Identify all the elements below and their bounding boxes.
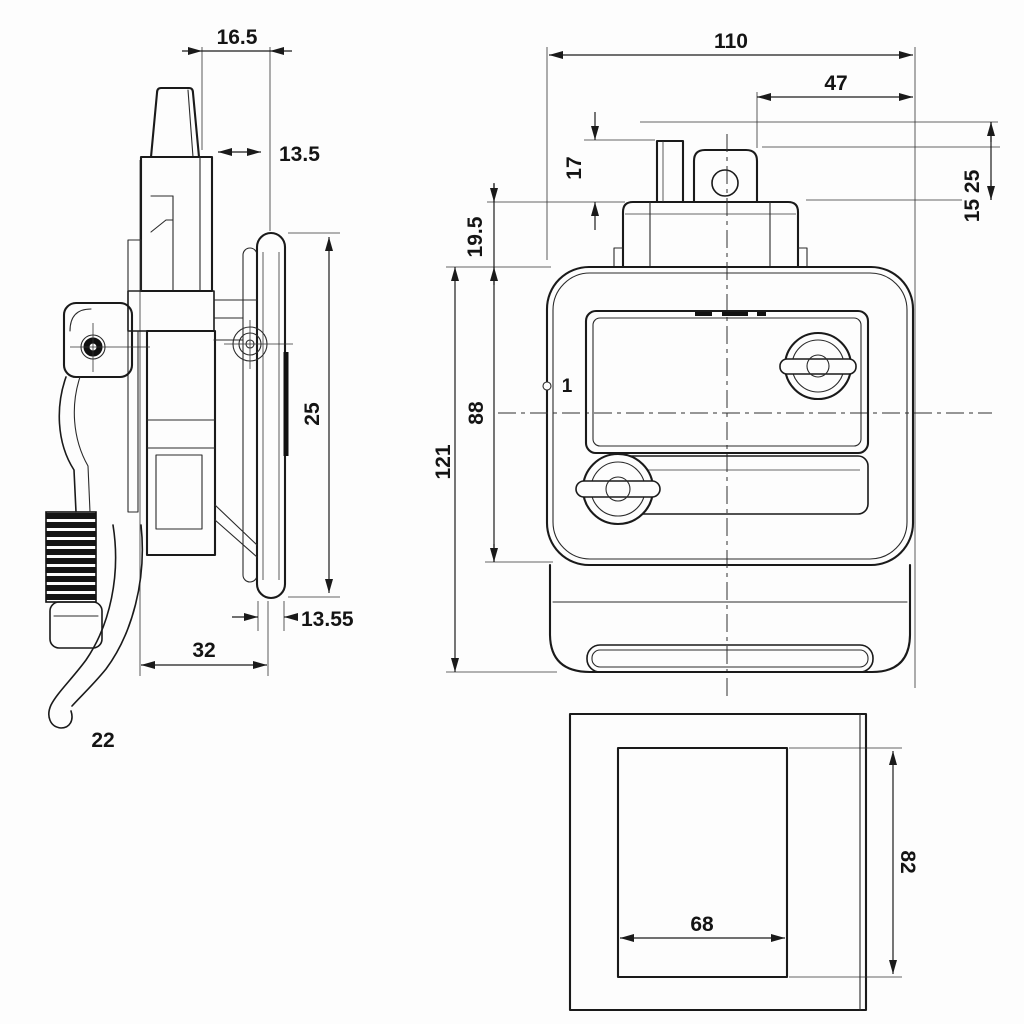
dim-depth: 32 xyxy=(141,601,269,676)
dim-overall-width: 110 xyxy=(546,30,913,260)
dim-flange-offset: 13.55 xyxy=(232,601,354,631)
housing-band xyxy=(127,290,215,332)
front-view: 1 110 47 17 19.5 88 xyxy=(432,30,1000,700)
dim-47-label: 47 xyxy=(824,72,847,95)
dim-13-5-label: 13.5 xyxy=(279,143,320,166)
flange-screw xyxy=(224,320,293,369)
plunger-knob xyxy=(149,86,201,159)
handle-slot xyxy=(586,644,874,673)
dim-25-label: 25 xyxy=(301,402,324,426)
side-bar xyxy=(127,239,142,292)
item-1-label: 1 xyxy=(562,376,573,397)
dim-15-25-label: 15 25 xyxy=(961,169,984,222)
latch-body xyxy=(545,265,915,567)
dim-cutout-width: 68 xyxy=(620,913,785,942)
dim-22-label: 22 xyxy=(91,729,114,752)
cam-post xyxy=(692,148,759,204)
dim-cutout-height: 82 xyxy=(789,747,919,978)
grip-pad xyxy=(45,511,97,603)
panel-outline xyxy=(568,712,868,1012)
stop-post xyxy=(655,139,685,204)
dim-110-label: 110 xyxy=(714,30,748,53)
dim-side-offsets: 15 25 xyxy=(961,122,995,222)
plunger-post xyxy=(139,155,214,293)
dim-top-width: 16.5 xyxy=(182,26,292,231)
latch-lever xyxy=(58,376,91,513)
dim-cam-offset: 47 xyxy=(756,72,913,148)
dim-68-label: 68 xyxy=(690,913,714,936)
grip-cap xyxy=(49,601,103,649)
latch-column xyxy=(145,329,217,557)
dim-neck-and-body-height: 19.5 88 xyxy=(446,183,553,563)
mounting-flange xyxy=(255,231,289,600)
dim-17-label: 17 xyxy=(563,156,586,179)
item-callout: 1 xyxy=(542,376,573,397)
rear-plate xyxy=(242,247,258,583)
dim-32-label: 32 xyxy=(192,639,215,662)
lower-cover xyxy=(548,563,912,674)
pivot-hole xyxy=(711,169,739,197)
inner-panel xyxy=(584,309,870,455)
pawl-hook xyxy=(48,524,144,729)
dim-16-5-label: 16.5 xyxy=(217,26,258,49)
cutout-view: 68 82 xyxy=(568,712,919,1012)
shoulder-block xyxy=(613,200,808,269)
dim-19-5-label: 19.5 xyxy=(464,216,487,257)
dim-overall-height: 121 xyxy=(432,267,557,673)
dim-travel: 13.5 xyxy=(218,143,320,166)
dim-13-55-label: 13.55 xyxy=(301,608,354,631)
side-view: 16.5 13.5 25 13.55 32 22 xyxy=(45,26,354,752)
mount-bracket xyxy=(62,301,150,379)
dim-121-label: 121 xyxy=(432,444,455,479)
wing-knob xyxy=(575,452,661,526)
dim-post-height: 17 xyxy=(487,112,655,230)
dim-82-label: 82 xyxy=(896,850,919,873)
cutout-opening xyxy=(616,746,789,979)
lock-cylinder xyxy=(779,331,857,401)
dim-flange-length: 25 xyxy=(288,232,340,598)
dim-88-label: 88 xyxy=(465,401,488,425)
